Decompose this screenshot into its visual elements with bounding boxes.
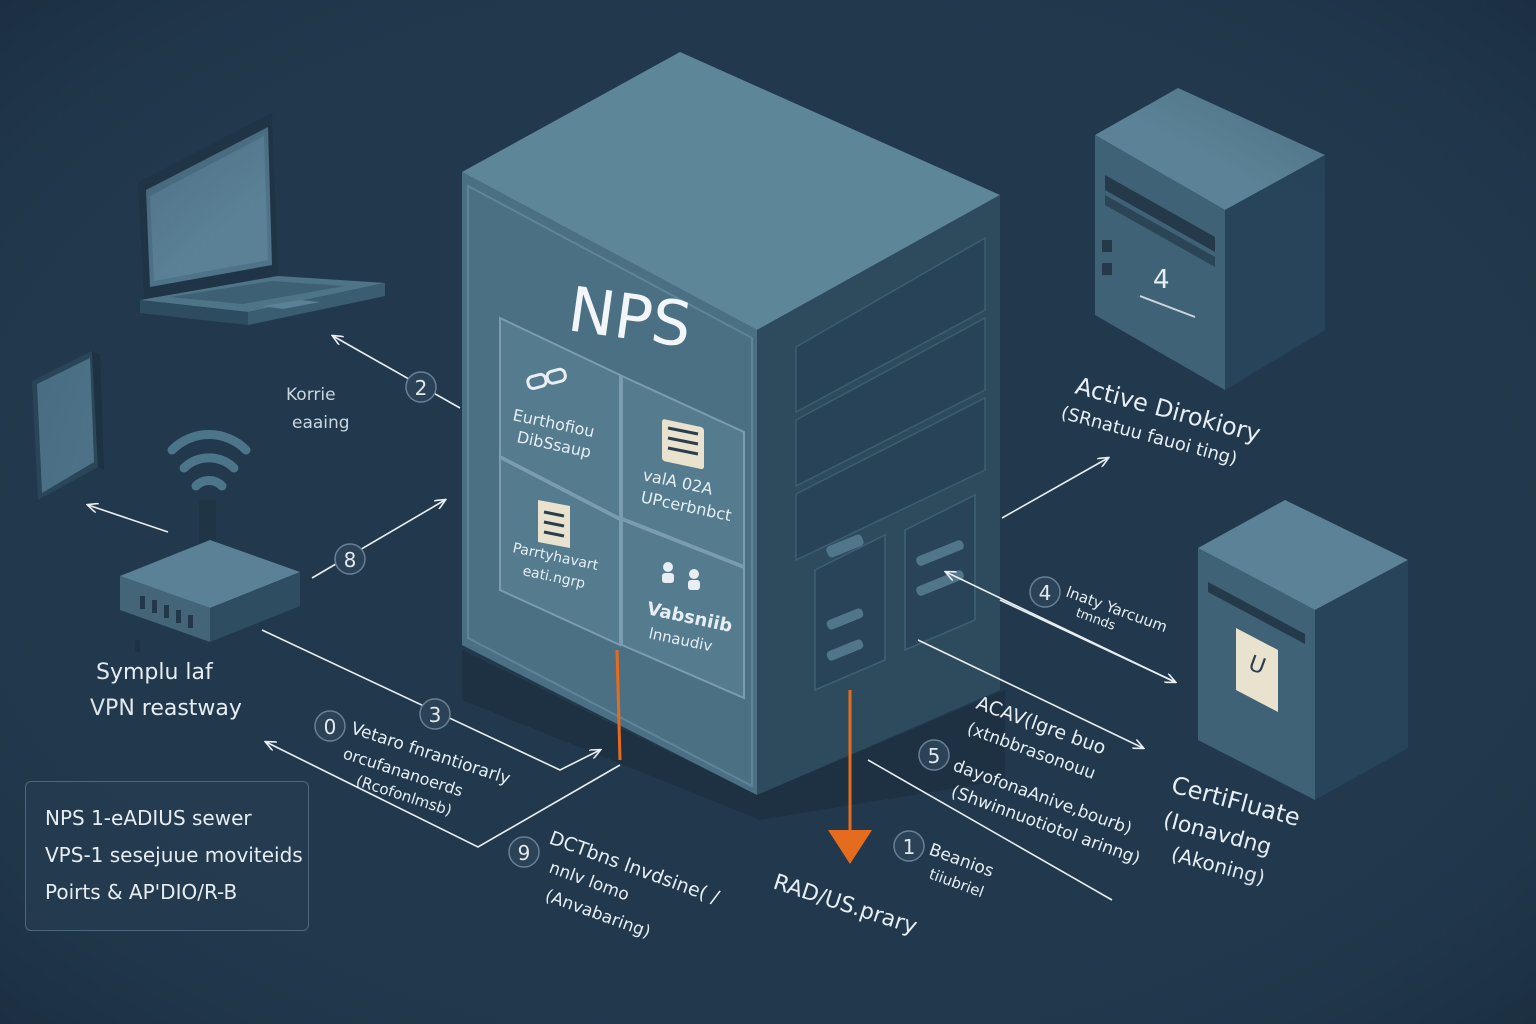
document-icon	[662, 419, 704, 470]
vpn-gateway-label-line2: VPN reastway	[90, 696, 242, 721]
ad-badge: 4	[1153, 265, 1170, 295]
step-9: 9	[508, 836, 540, 868]
svg-text:2: 2	[415, 376, 428, 400]
step-4: 4	[1029, 576, 1061, 608]
svg-text:0: 0	[324, 715, 337, 739]
router-icon	[120, 430, 300, 653]
legend-line-1: NPS 1-eADIUS sewer	[45, 806, 252, 830]
svg-text:3: 3	[429, 703, 442, 727]
svg-text:1: 1	[903, 835, 916, 859]
laptop-label-line1: Korrie	[286, 385, 336, 405]
step-2: 2	[405, 371, 437, 403]
step-8: 8	[334, 543, 366, 575]
vpn-gateway-label-line1: Symplu laf	[96, 660, 214, 685]
step-0: 0	[314, 710, 346, 742]
legend-line-3: Poirts & AP'DIO/R-B	[45, 880, 238, 904]
radius-label: RAD/US.prary	[770, 870, 920, 940]
laptop-label-line2: eaaing	[292, 413, 350, 433]
step-5: 5	[918, 739, 950, 771]
document-icon	[538, 500, 570, 548]
svg-text:8: 8	[344, 548, 357, 572]
certificate-server: U	[1198, 500, 1408, 800]
svg-text:9: 9	[518, 841, 531, 865]
step-1: 1	[893, 830, 925, 862]
svg-text:4: 4	[1039, 581, 1052, 605]
active-directory-server: 4	[1095, 88, 1325, 390]
step-3: 3	[419, 698, 451, 730]
legend-line-2: VPS-1 sesejuue moviteids	[45, 843, 303, 867]
nps-server: NPS Eurthofiou DibSsaup valA 02A UPcerbn…	[462, 52, 1005, 820]
laptop-icon	[138, 113, 385, 325]
legend-box: NPS 1-eADIUS sewer VPS-1 sesejuue movite…	[25, 781, 309, 931]
svg-text:5: 5	[928, 744, 941, 768]
tablet-icon	[32, 351, 104, 500]
